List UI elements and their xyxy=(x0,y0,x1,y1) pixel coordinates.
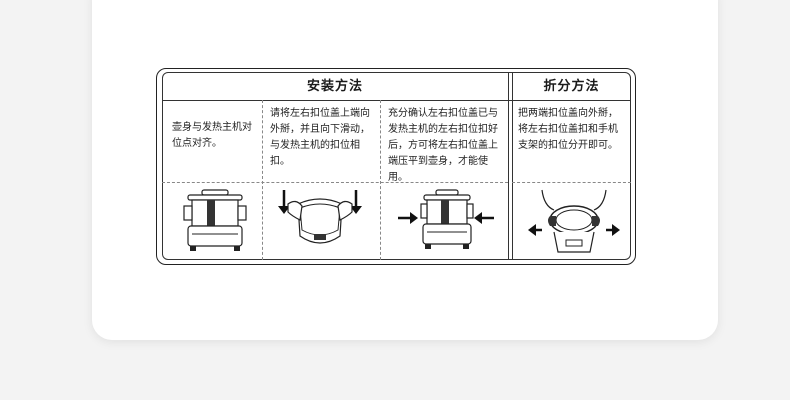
pot-on-base-illustration xyxy=(183,189,247,251)
fold-step-1-text: 把两端扣位盖向外掰，将左右扣位盖扣和手机支架的扣位分开即可。 xyxy=(518,108,618,151)
install-col-divider-2 xyxy=(380,100,381,260)
press-down-clips-illustration xyxy=(278,190,362,244)
section-divider-left xyxy=(508,72,509,260)
instruction-table-frame xyxy=(156,68,636,265)
install-col-divider-1 xyxy=(262,100,263,260)
push-in-clips-illustration xyxy=(398,189,494,249)
instruction-table xyxy=(162,72,631,260)
install-step-3-text: 充分确认左右扣位盖已与发热主机的左右扣位扣好后，方可将左右扣位盖上端压平到壶身，… xyxy=(388,108,498,183)
install-row-divider xyxy=(162,182,508,183)
install-method-title: 安装方法 xyxy=(306,79,363,94)
fold-row-divider xyxy=(512,182,631,183)
fold-method-title: 折分方法 xyxy=(543,79,600,94)
install-step-2-text: 请将左右扣位盖上端向外掰，并且向下滑动，与发热主机的扣位相扣。 xyxy=(270,108,370,167)
section-divider-right xyxy=(512,72,513,260)
content-card xyxy=(92,0,718,340)
pull-apart-illustration xyxy=(528,189,620,253)
install-step-1-text: 壶身与发热主机对位点对齐。 xyxy=(172,122,252,149)
header-divider xyxy=(162,100,631,101)
